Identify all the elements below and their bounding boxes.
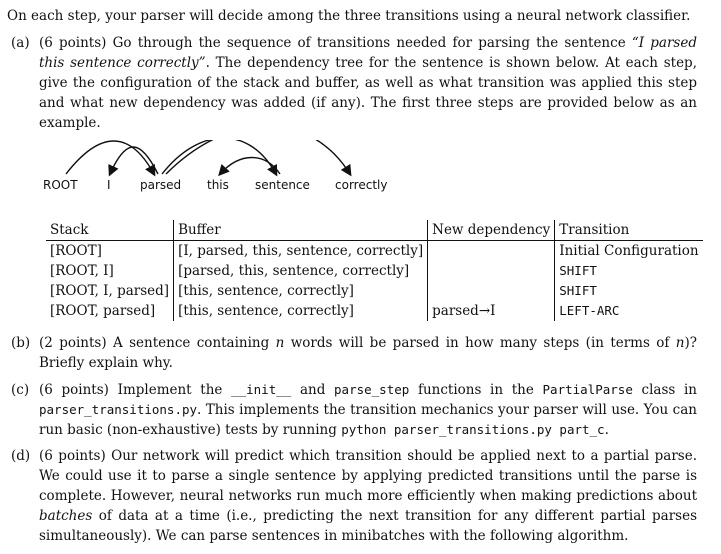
cell-new-dependency	[427, 240, 556, 261]
question-b-text-2: words will be parsed in how many steps (…	[290, 335, 670, 351]
transition-table: Stack Buffer New dependency Transition […	[46, 220, 703, 321]
cell-transition: LEFT-ARC	[559, 303, 620, 318]
dependency-tree: ROOT I parsed this sentence correctly	[40, 140, 460, 200]
header-transition: Transition	[554, 220, 703, 241]
arc-parsed-i	[108, 146, 159, 177]
question-a-points: (6 points)	[39, 35, 107, 51]
code-file: parser_transitions.py	[39, 402, 198, 417]
table-row: [ROOT, I, parsed] [this, sentence, corre…	[46, 281, 703, 301]
cell-transition: Initial Configuration	[559, 243, 699, 259]
question-b: (b) (2 points) A sentence containing n w…	[11, 333, 697, 373]
header-buffer: Buffer	[173, 220, 429, 241]
cell-transition: SHIFT	[559, 263, 597, 278]
cell-stack: [ROOT, parsed]	[46, 301, 175, 321]
tree-word-sentence: sentence	[255, 178, 310, 192]
question-a-sentence: “I parsed this sentence correctly”	[39, 35, 697, 71]
cell-new-dependency: parsed→I	[427, 301, 556, 321]
arc-parsed-correctly	[165, 140, 352, 177]
code-parse-step: parse_step	[334, 382, 410, 397]
question-a: (a) (6 points) Go through the sequence o…	[11, 33, 697, 133]
question-c-points: (6 points)	[39, 382, 109, 398]
question-b-label: (b)	[11, 335, 31, 351]
table-row: [ROOT, parsed] [this, sentence, correctl…	[46, 301, 703, 321]
cell-new-dependency	[427, 261, 556, 281]
table-row: [ROOT] [I, parsed, this, sentence, corre…	[46, 240, 703, 261]
cell-buffer: [I, parsed, this, sentence, correctly]	[173, 240, 429, 261]
header-new-dependency: New dependency	[427, 220, 556, 241]
cell-stack: [ROOT, I]	[46, 261, 175, 281]
tree-word-correctly: correctly	[335, 178, 388, 192]
header-stack: Stack	[46, 220, 175, 241]
code-partial-parse: PartialParse	[542, 382, 633, 397]
tree-word-i: I	[107, 178, 111, 192]
arc-parsed-sentence	[161, 140, 278, 177]
question-c-label: (c)	[11, 382, 30, 398]
question-c-text-2: and	[299, 382, 326, 398]
question-a-label: (a)	[11, 35, 30, 51]
question-d-text-2: of data at a time (i.e., predicting the …	[39, 508, 698, 544]
question-c-text-4: class in	[641, 382, 697, 398]
question-d-points: (6 points)	[39, 448, 106, 464]
cell-buffer: [this, sentence, correctly]	[173, 281, 429, 301]
cell-stack: [ROOT, I, parsed]	[46, 281, 175, 301]
question-b-var-n-2: n	[675, 335, 685, 351]
tree-word-root: ROOT	[43, 178, 78, 192]
question-b-text-1: A sentence containing	[113, 335, 270, 351]
question-c-text-5: . This implements the transition mechani…	[39, 402, 697, 438]
tree-word-parsed: parsed	[140, 178, 182, 192]
code-init: __init__	[231, 382, 292, 397]
arc-root-parsed	[65, 140, 156, 177]
question-c-text-3: functions in the	[417, 382, 534, 398]
code-command: python parser_transitions.py part_c	[341, 422, 605, 437]
table-row: [ROOT, I] [parsed, this, sentence, corre…	[46, 261, 703, 281]
table-header-row: Stack Buffer New dependency Transition	[46, 220, 703, 241]
question-a-text-2: . The dependency tree for the sentence i…	[39, 55, 697, 131]
question-d-text-1: Our network will predict which transitio…	[39, 448, 697, 504]
question-b-points: (2 points)	[39, 335, 107, 351]
cell-stack: [ROOT]	[46, 240, 175, 261]
question-d: (d) (6 points) Our network will predict …	[11, 446, 697, 546]
question-b-var-n: n	[275, 335, 285, 351]
tree-word-this: this	[207, 178, 229, 192]
question-c-text-6: .	[604, 422, 609, 438]
intro-paragraph: On each step, your parser will decide am…	[7, 8, 691, 24]
question-d-label: (d)	[11, 448, 31, 464]
question-b-text-3: )? Briefly explain why.	[39, 335, 697, 371]
question-c-text-1: Implement the	[117, 382, 223, 398]
dependency-arcs	[65, 140, 352, 177]
question-d-emph: batches	[39, 508, 93, 524]
question-a-text-1: Go through the sequence of transitions n…	[112, 35, 626, 51]
cell-new-dependency	[427, 281, 556, 301]
question-c: (c) (6 points) Implement the __init__ an…	[11, 380, 697, 440]
cell-transition: SHIFT	[559, 283, 597, 298]
cell-buffer: [this, sentence, correctly]	[173, 301, 429, 321]
cell-buffer: [parsed, this, sentence, correctly]	[173, 261, 429, 281]
